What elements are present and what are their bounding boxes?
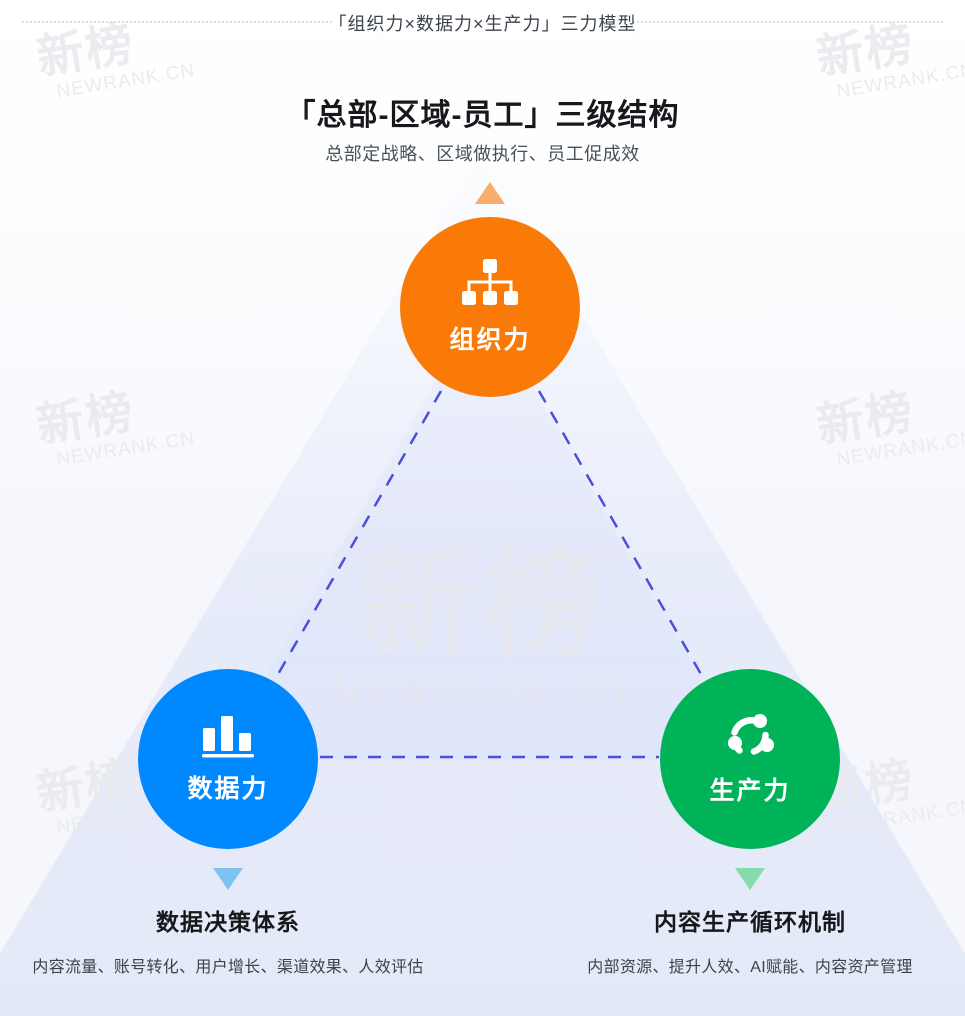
caption-production-cycle: 内容生产循环机制 内部资源、提升人效、AI赋能、内容资产管理 xyxy=(510,903,965,977)
node-organization-label: 组织力 xyxy=(449,325,531,354)
header-divider-right xyxy=(633,21,943,24)
caption-title: 内容生产循环机制 xyxy=(654,909,846,935)
node-production[interactable]: 生产力 xyxy=(660,669,840,849)
connector-org-to-data xyxy=(275,390,443,677)
header-eyebrow-text: 「组织力×数据力×生产力」三力模型 xyxy=(328,14,637,34)
org-chart-icon xyxy=(461,258,519,316)
triangle-up-icon xyxy=(475,182,505,204)
node-organization[interactable]: 组织力 xyxy=(400,217,580,397)
node-data-label: 数据力 xyxy=(187,774,269,803)
node-production-label: 生产力 xyxy=(709,776,791,805)
caption-description: 内部资源、提升人效、AI赋能、内容资产管理 xyxy=(587,959,913,976)
node-data[interactable]: 数据力 xyxy=(138,669,318,849)
page-title: 「总部-区域-员工」三级结构 xyxy=(285,99,680,132)
caption-description: 内容流量、账号转化、用户增长、渠道效果、人效评估 xyxy=(32,959,424,976)
bar-chart-icon xyxy=(202,714,254,765)
recycle-cycle-icon xyxy=(724,712,776,767)
connector-org-to-production xyxy=(537,390,704,677)
header-divider-left xyxy=(22,21,332,24)
page-subtitle: 总部定战略、区域做执行、员工促成效 xyxy=(325,144,640,164)
triangle-down-icon xyxy=(735,868,765,890)
triangle-down-icon xyxy=(213,868,243,890)
caption-data-decision: 数据决策体系 内容流量、账号转化、用户增长、渠道效果、人效评估 xyxy=(0,903,468,977)
caption-title: 数据决策体系 xyxy=(156,909,300,935)
